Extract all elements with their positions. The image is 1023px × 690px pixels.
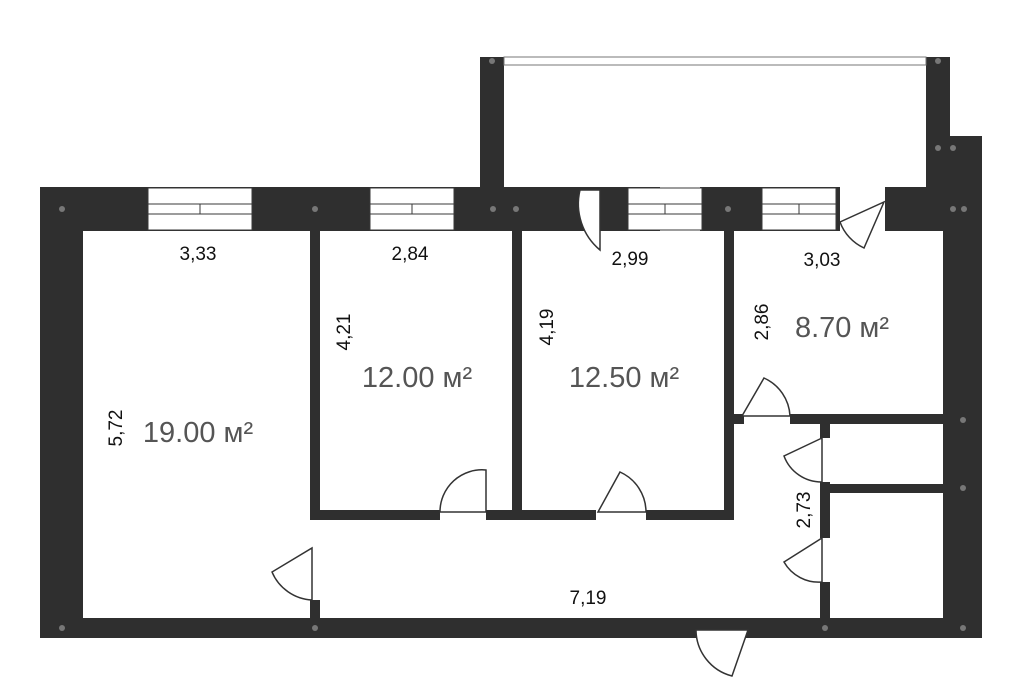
doors: [271, 189, 886, 677]
wall-south: [40, 618, 982, 638]
wall-bath-west-mid: [820, 482, 830, 538]
wall-bath-west-top: [820, 414, 830, 438]
door-wc: [782, 536, 823, 583]
wall-bath-wc: [820, 484, 943, 493]
door-room4: [740, 377, 791, 417]
wall-room4-south: [790, 414, 943, 424]
door-bath: [783, 436, 823, 483]
door-room1: [271, 546, 313, 601]
area-labels: 19.00 м² 12.00 м² 12.50 м² 8.70 м²: [143, 312, 889, 449]
room1-length-label: 5,72: [106, 410, 127, 447]
door-room3: [596, 471, 647, 513]
wall-room1-hall-low: [310, 600, 320, 618]
windows: [147, 187, 837, 231]
wall-wc-west-low: [820, 582, 830, 618]
room2-width-label: 2,84: [392, 244, 429, 265]
wall-room2-hall-a: [310, 510, 440, 520]
window-room3: [627, 187, 703, 231]
wall-room3-room4: [724, 231, 734, 513]
room2-area-label: 12.00 м²: [362, 362, 473, 394]
door-entrance: [695, 629, 750, 677]
room1-width-label: 3,33: [180, 244, 217, 265]
room3-length-label: 4,19: [537, 309, 558, 346]
corridor-length-label: 2,73: [794, 492, 815, 529]
room4-width-label: 3,03: [804, 250, 841, 271]
hall-length-label: 7,19: [570, 588, 607, 609]
balcony-wall-west: [480, 57, 504, 191]
wall-room2-room3: [512, 231, 522, 513]
balcony-walls: [480, 56, 982, 191]
door-room2: [439, 469, 487, 513]
room4-length-label: 2,86: [752, 304, 773, 341]
door-balcony-2: [839, 200, 886, 250]
balcony-glazing: [503, 56, 927, 66]
wall-room1-room2: [310, 231, 320, 513]
wall-east: [943, 187, 982, 638]
room1-area-label: 19.00 м²: [143, 417, 254, 449]
room2-length-label: 4,21: [334, 314, 355, 351]
dimension-labels: 3,33 2,84 2,99 3,03 5,72 4,21 4,19 2,86 …: [106, 244, 840, 609]
wall-west: [40, 187, 83, 638]
door-balcony-1: [577, 189, 601, 252]
wall-room4-stub: [734, 414, 744, 424]
room4-area-label: 8.70 м²: [795, 312, 889, 344]
corner-markers: [59, 58, 967, 631]
window-room1: [147, 187, 253, 231]
room3-area-label: 12.50 м²: [569, 362, 680, 394]
room3-width-label: 2,99: [612, 249, 649, 270]
window-room2: [369, 187, 455, 231]
interior-walls: [310, 231, 943, 618]
window-room4: [761, 187, 837, 231]
wall-room2-hall-b: [486, 510, 596, 520]
balcony-wall-corner: [926, 136, 982, 191]
wall-room3-hall: [646, 510, 734, 520]
wall-north-left: [40, 187, 580, 231]
